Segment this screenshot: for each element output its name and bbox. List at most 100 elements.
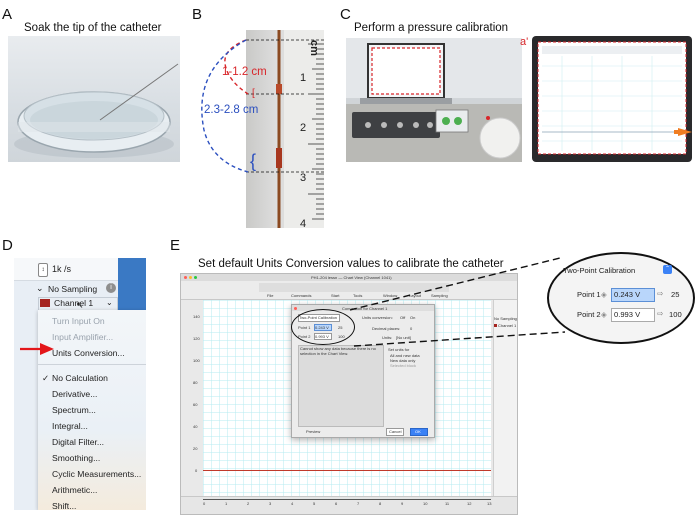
zoom-connectors <box>349 257 566 347</box>
catheter-ruler-photo: cm 1 2 3 4 <box>246 30 324 228</box>
ok-label: OK <box>415 429 421 434</box>
menu-item-no-calculation[interactable]: No Calculation <box>52 373 108 383</box>
zoom-point1-result[interactable]: 25 <box>671 290 680 299</box>
menu-item-shift[interactable]: Shift... <box>52 501 77 510</box>
panel-letter-e: E <box>170 237 181 254</box>
rate-stepper[interactable]: ↕ <box>38 263 48 277</box>
petri-dish-photo <box>8 36 180 162</box>
panel-letter-a: A <box>2 6 13 23</box>
x-tick-11: 11 <box>445 501 450 506</box>
ruler-ticks <box>246 30 324 228</box>
mouse-cursor-icon: ↖ <box>76 300 84 310</box>
laptop-screen-photo <box>532 36 692 162</box>
side-channel[interactable]: Channel 1 <box>498 323 517 328</box>
preview-checkbox[interactable]: Preview <box>306 429 321 434</box>
zoom-point1-input[interactable] <box>611 288 655 302</box>
zoom-point2-result[interactable]: 100 <box>669 310 682 319</box>
ruler-number-1: 1 <box>300 72 307 84</box>
option-new-data-only[interactable]: New data only <box>390 358 416 363</box>
x-tick-2: 2 <box>247 501 250 506</box>
toolbar-window[interactable]: Window <box>383 293 398 298</box>
window-titlebar <box>181 274 517 281</box>
y-tick-0: 0 <box>195 468 198 473</box>
side-channel-swatch <box>494 324 497 327</box>
dialog-titlebar <box>292 305 434 311</box>
x-tick-6: 6 <box>335 501 338 506</box>
x-tick-5: 5 <box>313 501 316 506</box>
window-title: PH1-204 lessn — Chart View (Channel 1041… <box>311 275 392 280</box>
x-tick-10: 10 <box>423 501 428 506</box>
units-conversion-on[interactable]: On <box>410 315 416 320</box>
zoom-mode: Two-Point Calibration <box>563 266 636 275</box>
toolbar-layout[interactable]: Layout <box>409 293 422 298</box>
zoom-callout: Two-Point Calibration ⌃ Point 1 ◈ 0.243 … <box>547 252 695 344</box>
x-tick-1: 1 <box>225 501 228 506</box>
option-all-new-data[interactable]: All and new data <box>390 353 420 358</box>
zoom-point2-label: Point 2 <box>577 310 601 319</box>
toolbar-icons <box>259 283 449 292</box>
sampling-arrow: ⌄ <box>36 283 44 293</box>
menu-item-derivative[interactable]: Derivative... <box>52 389 98 399</box>
set-units-for-label: Set units for <box>388 347 410 352</box>
toolbar-commands[interactable]: Commands <box>291 293 312 298</box>
menu-item-arithmetic[interactable]: Arithmetic... <box>52 485 98 495</box>
menu-separator <box>38 364 146 365</box>
close-button[interactable] <box>184 276 187 279</box>
menu-item-cyclic-measurements[interactable]: Cyclic Measurements... <box>52 469 142 479</box>
menu-item-units-conversion[interactable]: Units Conversion... <box>52 348 125 358</box>
minimize-button[interactable] <box>189 276 192 279</box>
toolbar-file[interactable]: File <box>267 293 274 298</box>
y-tick-60: 60 <box>193 402 198 407</box>
info-icon[interactable]: i <box>106 283 116 293</box>
y-tick-100: 100 <box>193 358 200 363</box>
toolbar-start[interactable]: Start <box>331 293 340 298</box>
zoom-point1-value: 0.243 V <box>614 290 641 299</box>
dialog-close-button[interactable] <box>294 306 297 310</box>
channel-side-panel <box>493 300 517 496</box>
svg-text:{: { <box>250 151 256 171</box>
ruler-number-4: 4 <box>300 218 307 228</box>
units-value[interactable]: [No unit] <box>396 335 411 340</box>
laptop-screen-illustration <box>537 41 692 155</box>
time-axis-bar <box>181 496 517 514</box>
menu-item-integral[interactable]: Integral... <box>52 421 88 431</box>
red-arrow-icon <box>20 343 54 355</box>
cancel-button[interactable] <box>386 428 404 436</box>
menu-item-smoothing[interactable]: Smoothing... <box>52 453 101 463</box>
preview-area <box>298 345 384 427</box>
panel-letter-b: B <box>192 6 203 23</box>
menu-item-digital-filter[interactable]: Digital Filter... <box>52 437 105 447</box>
zoom-button[interactable] <box>194 276 197 279</box>
highlight-ellipse <box>291 309 355 345</box>
x-tick-13: 13 <box>487 501 492 506</box>
zoom-point2-input[interactable] <box>611 308 655 322</box>
check-mark-icon: ✓ <box>42 373 50 383</box>
toolbar-sampling[interactable]: Sampling <box>431 293 448 298</box>
units-conversion-off[interactable]: Off <box>400 315 406 320</box>
menu-item-turn-input-on: Turn Input On <box>52 316 105 326</box>
ok-button[interactable] <box>410 428 428 436</box>
decimal-places-value[interactable]: 0 <box>410 326 413 331</box>
ruler-number-3: 3 <box>300 172 307 184</box>
toolbar-tools[interactable]: Tools <box>353 293 363 298</box>
channel-color-swatch <box>40 299 50 307</box>
x-tick-0: 0 <box>203 501 206 506</box>
ruler-unit-label: cm <box>308 40 320 56</box>
zoom-point2-arrow-icon: ◈ <box>601 310 607 319</box>
panel-letter-d: D <box>2 237 13 254</box>
sampling-label[interactable]: No Sampling <box>48 284 98 294</box>
menu-item-input-amplifier: Input Amplifier... <box>52 332 114 342</box>
preview-note: Cannot show any data because there is no… <box>300 346 376 356</box>
panel-letter-c: C <box>340 6 351 23</box>
petri-dish-illustration <box>14 63 179 158</box>
chevron-down-icon: ⌄ <box>106 298 113 307</box>
cancel-label: Cancel <box>389 429 402 434</box>
menu-item-spectrum[interactable]: Spectrum... <box>52 405 96 415</box>
side-sampling[interactable]: No Sampling <box>494 316 517 321</box>
time-axis-line <box>203 499 491 500</box>
zoom-point1-label: Point 1 <box>577 290 601 299</box>
x-tick-4: 4 <box>291 501 294 506</box>
y-tick-80: 80 <box>193 380 198 385</box>
ruler-number-2: 2 <box>300 122 307 134</box>
mode-dropdown-icon[interactable]: ⌃ <box>663 265 672 274</box>
